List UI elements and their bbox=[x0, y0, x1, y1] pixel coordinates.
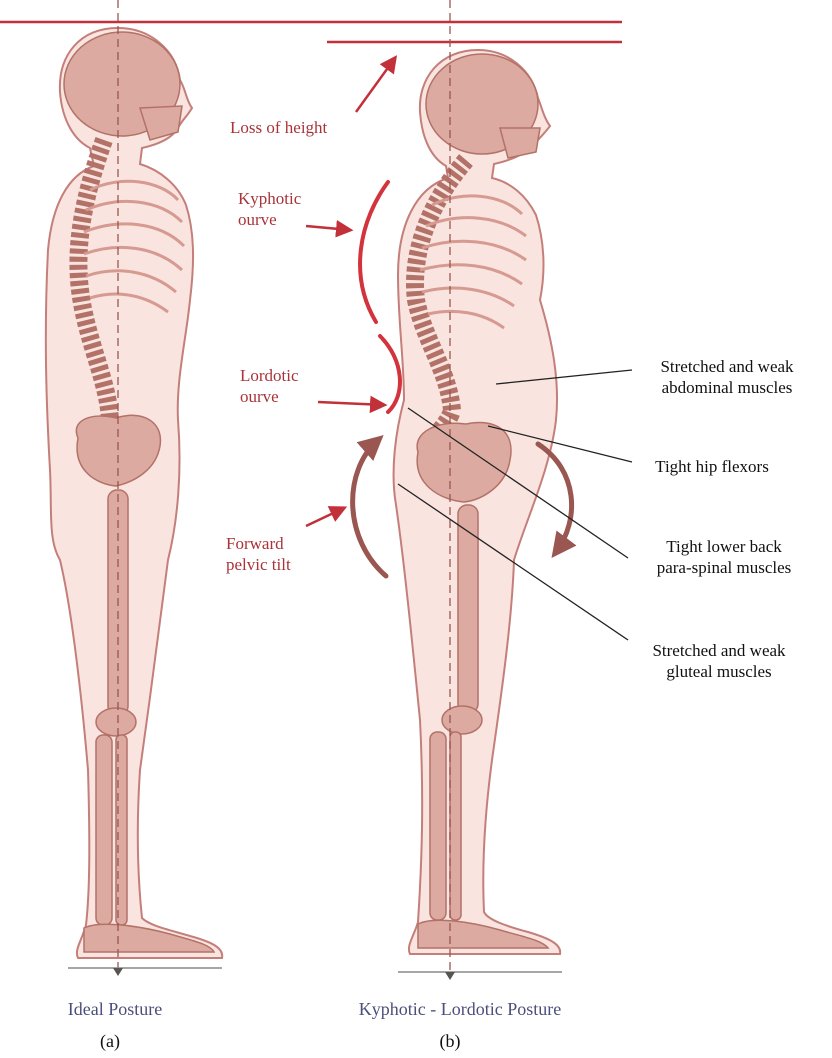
leader-abdominal bbox=[495, 369, 633, 385]
abdominal-muscles-label: Stretched and weak abdominal muscles bbox=[660, 357, 794, 398]
ground-arrow-ideal bbox=[113, 968, 123, 976]
body-outline-ideal bbox=[44, 26, 224, 959]
pelvic-rotation-arrow-back-icon bbox=[350, 435, 389, 579]
kyphotic-arrow-icon bbox=[305, 220, 354, 238]
kyphotic-curve-marker-icon bbox=[358, 180, 390, 324]
figure-ideal-posture bbox=[44, 0, 224, 976]
pelvic-tilt-label: Forward pelvic tilt bbox=[226, 534, 291, 575]
ideal-posture-caption: Ideal Posture bbox=[67, 999, 163, 1019]
hip-flexors-label: Tight hip flexors bbox=[655, 457, 769, 476]
kyphotic-curve-label: Kyphotic ourve bbox=[238, 189, 302, 230]
loss-of-height-arrow-icon bbox=[354, 55, 398, 113]
tibia-kyphotic bbox=[429, 731, 447, 921]
ideal-posture-sublabel: (a) bbox=[100, 1031, 120, 1051]
muscle-leader-lines bbox=[397, 369, 633, 641]
leader-lower-back bbox=[407, 407, 629, 559]
knee-ideal bbox=[95, 707, 137, 737]
figure-kyphotic-lordotic bbox=[392, 0, 562, 980]
pelvis-ideal bbox=[75, 414, 162, 487]
knee-kyphotic bbox=[441, 705, 483, 735]
lordotic-curve-marker-icon bbox=[378, 334, 402, 414]
gluteal-muscles-label: Stretched and weak gluteal muscles bbox=[652, 641, 786, 682]
fibula-ideal bbox=[115, 734, 128, 926]
pelvis-kyphotic bbox=[416, 421, 512, 503]
leader-gluteal bbox=[397, 483, 629, 641]
ground-arrow-kyphotic bbox=[445, 972, 455, 980]
lower-back-muscles-label: Tight lower back para-spinal muscles bbox=[656, 537, 792, 578]
foot-ideal bbox=[83, 923, 216, 953]
kyphotic-posture-sublabel: (b) bbox=[439, 1031, 461, 1051]
ribcage-ideal bbox=[83, 179, 186, 314]
tibia-ideal bbox=[95, 734, 113, 926]
lordotic-curve-label: Lordotic ourve bbox=[240, 366, 299, 407]
fibula-kyphotic bbox=[449, 731, 462, 921]
ribcage-kyphotic bbox=[419, 194, 527, 330]
loss-of-height-label: Loss of height bbox=[230, 118, 328, 137]
lordotic-arrow-icon bbox=[317, 395, 388, 414]
jaw-kyphotic bbox=[499, 127, 541, 159]
pelvic-tilt-arrow-icon bbox=[305, 506, 348, 528]
leader-hip-flexors bbox=[487, 425, 633, 463]
pelvic-rotation-arrow-front-icon bbox=[535, 441, 577, 559]
body-outline-kyphotic bbox=[392, 48, 562, 955]
spine-kyphotic bbox=[406, 154, 473, 446]
spine-ideal bbox=[69, 136, 119, 421]
kyphotic-posture-caption: Kyphotic - Lordotic Posture bbox=[358, 999, 562, 1019]
jaw-ideal bbox=[138, 105, 183, 141]
